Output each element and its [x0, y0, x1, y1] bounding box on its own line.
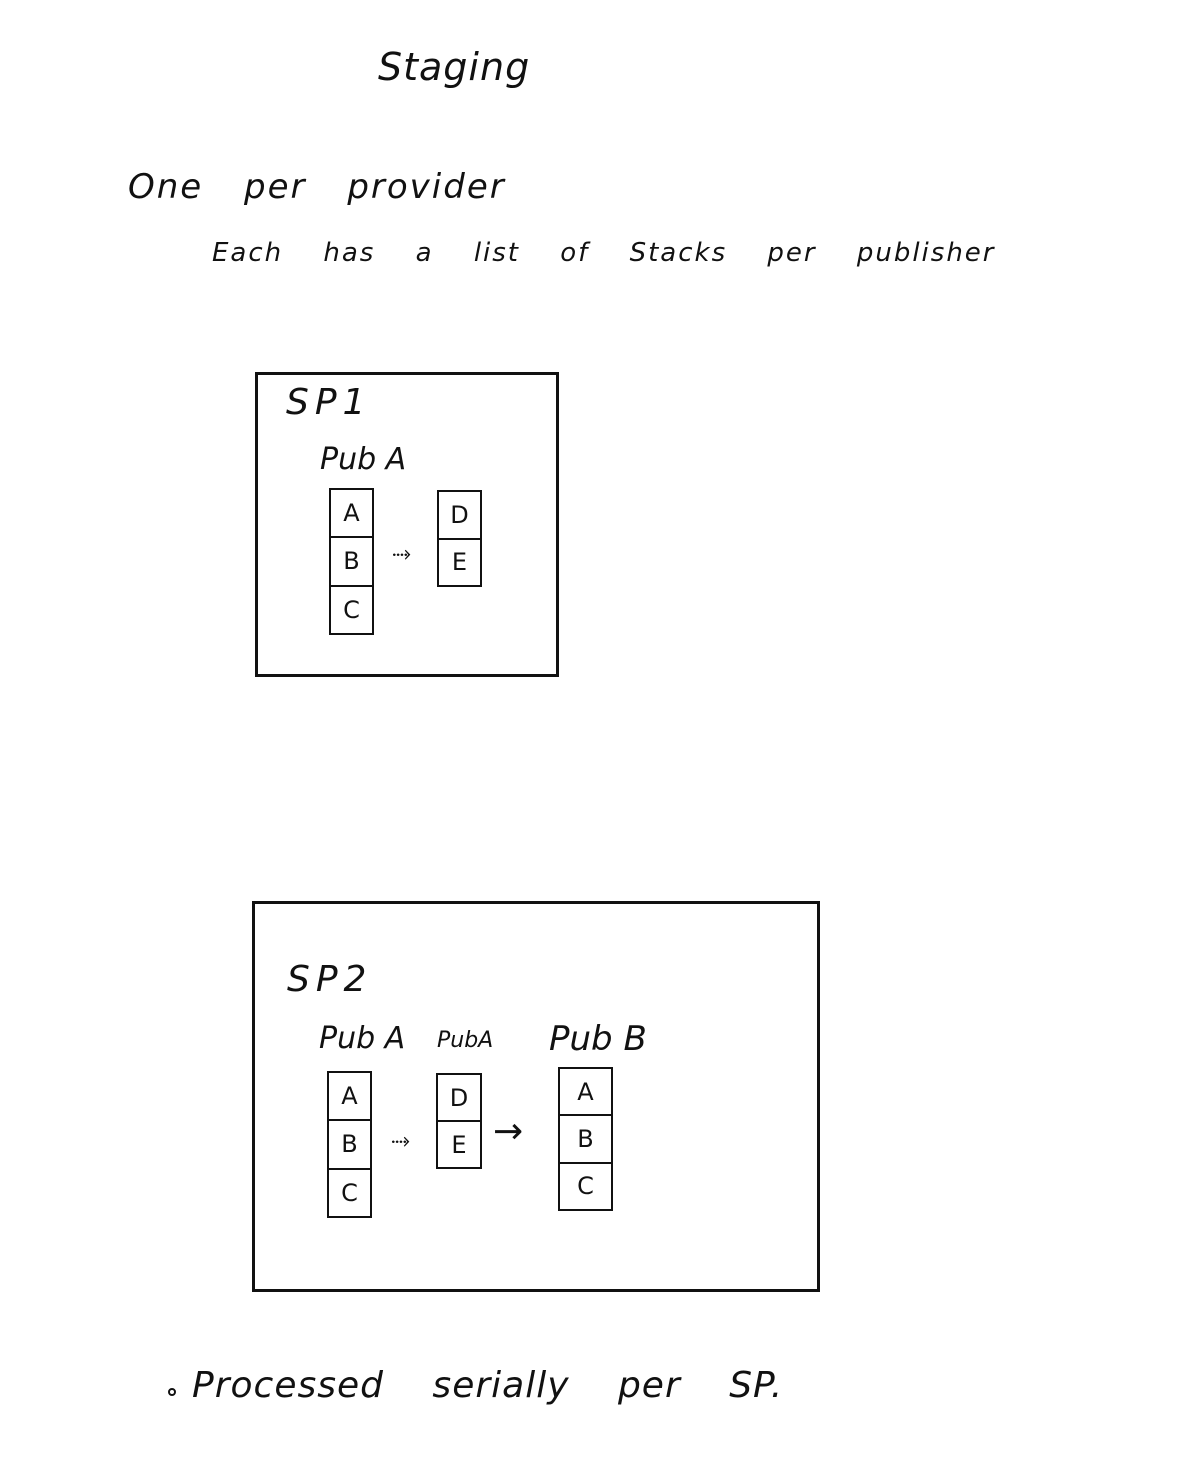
stack-cell: A [329, 1073, 370, 1122]
stack-de: D E [437, 490, 482, 587]
stack-cell: B [329, 1121, 370, 1170]
publisher-label: PubA [437, 1028, 494, 1053]
panel-sp2: SP2 Pub A PubA Pub B A B C ⤑ D E → A B C [252, 901, 820, 1292]
panel-sp1: SP1 Pub A A B C ⤑ D E [255, 372, 559, 677]
stack-abc: A B C [329, 488, 374, 635]
publisher-label: Pub A [320, 442, 407, 477]
footer-note: Processed serially per SP. [192, 1365, 784, 1406]
stack-de: D E [436, 1073, 482, 1169]
stack-cell: A [560, 1069, 611, 1117]
bullet-icon [168, 1388, 176, 1396]
panel-label: SP1 [286, 382, 372, 423]
publisher-label: Pub B [549, 1019, 647, 1059]
stack-cell: D [438, 1075, 480, 1122]
stack-cell: D [439, 492, 480, 540]
stack-cell: E [451, 1130, 467, 1159]
stack-cell: C [343, 595, 360, 624]
arrow-icon: ⤑ [391, 1126, 411, 1154]
diagram-title: Staging [378, 45, 531, 89]
publisher-label: Pub A [319, 1021, 406, 1056]
stack-abc-pub-b: A B C [558, 1067, 613, 1211]
arrow-icon: → [493, 1111, 524, 1152]
note-one-per-provider: One per provider [128, 167, 506, 207]
panel-label: SP2 [287, 959, 373, 1000]
stack-cell: B [331, 538, 372, 587]
stack-cell: E [451, 548, 468, 577]
stack-cell: C [577, 1172, 594, 1201]
stack-cell: B [560, 1116, 611, 1164]
arrow-icon: ⤑ [392, 539, 412, 567]
stack-cell: C [341, 1178, 358, 1207]
stack-cell: A [331, 490, 372, 539]
stack-abc: A B C [327, 1071, 372, 1218]
note-stacks-per-publisher: Each has a list of Stacks per publisher [212, 238, 996, 268]
